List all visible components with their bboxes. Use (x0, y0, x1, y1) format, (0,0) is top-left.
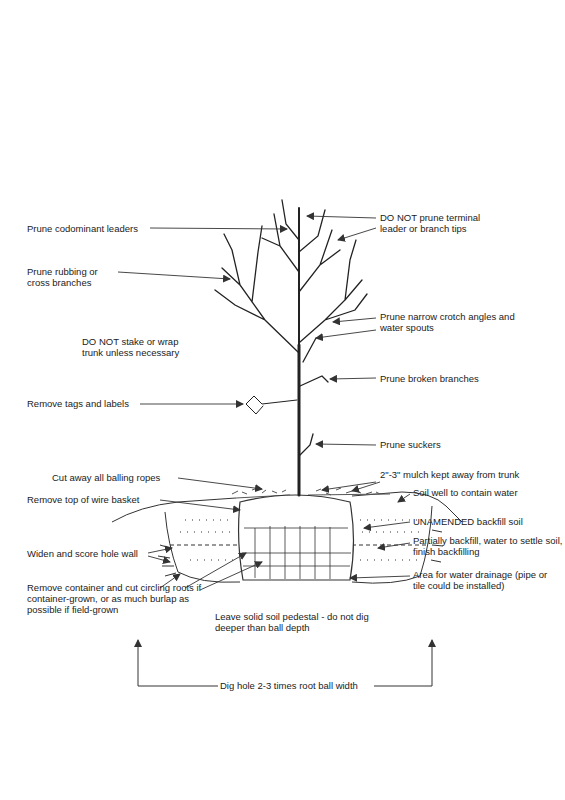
leader-line (178, 478, 262, 489)
callout-label: Dig hole 2-3 times root ball width (220, 680, 358, 691)
bracket-line (138, 640, 139, 686)
leader-line (140, 404, 243, 405)
leader-lines (118, 216, 410, 590)
callout-label: DO NOT stake or wrap trunk unless necess… (82, 336, 197, 358)
leader-line (330, 378, 376, 379)
root-ball-outline (239, 495, 354, 580)
leader-line (307, 216, 376, 218)
leader (298, 208, 300, 345)
callout-label: Leave solid soil pedestal - do not dig d… (215, 611, 380, 633)
bracket-line (432, 640, 433, 686)
callout-label: DO NOT prune terminal leader or branch t… (380, 212, 498, 234)
leader-line (118, 272, 230, 279)
callout-label: Prune narrow crotch angles and water spo… (380, 311, 515, 333)
callout-label: Prune codominant leaders (27, 223, 138, 234)
root-ball (239, 495, 354, 580)
callout-label: Cut away all balling ropes (52, 472, 160, 483)
tag (246, 396, 297, 414)
leader-line (333, 318, 376, 322)
callout-label: 2"-3" mulch kept away from trunk (380, 469, 519, 480)
callout-label: Prune broken branches (380, 373, 479, 384)
callout-label: Partially backfill, water to settle soil… (413, 535, 563, 557)
callout-label: Widen and score hole wall (27, 548, 138, 559)
leader-line (378, 543, 410, 548)
leader-line (148, 548, 172, 553)
leader-line (316, 330, 376, 338)
leader-line (150, 228, 287, 229)
callout-label: Remove top of wire basket (27, 494, 139, 505)
leader-line (316, 444, 376, 445)
leader-line (200, 562, 262, 590)
tree (215, 200, 367, 495)
wire-basket (242, 526, 351, 579)
leader-line (338, 228, 376, 240)
leader-line (398, 494, 410, 502)
width-bracket (138, 640, 432, 686)
callout-label: Remove tags and labels (27, 398, 129, 409)
leader-line (148, 556, 170, 562)
callout-label: Prune rubbing or cross branches (27, 266, 122, 288)
leader-line (352, 482, 380, 491)
callout-label: Soil well to contain water (413, 487, 518, 498)
trunk (298, 345, 301, 495)
callout-label: Area for water drainage (pipe or tile co… (413, 569, 561, 591)
callout-label: Remove container and cut circling roots … (27, 582, 212, 615)
planting-hole (112, 492, 462, 583)
leader-line (160, 500, 240, 510)
callout-label: Prune suckers (380, 439, 441, 450)
leader-line (364, 522, 410, 528)
callout-label: UNAMENDED backfill soil (413, 516, 523, 527)
leader-line (350, 576, 410, 578)
